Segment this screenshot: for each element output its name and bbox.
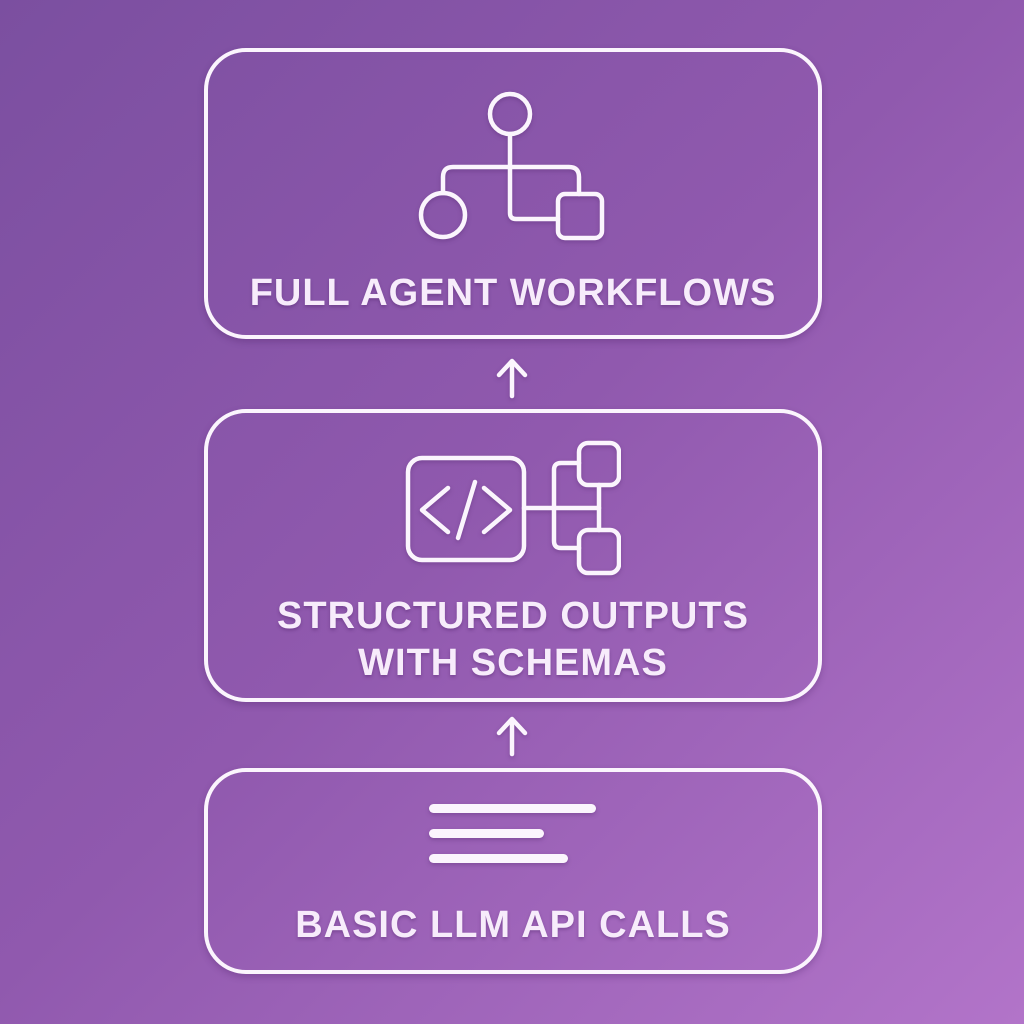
label-line-2: WITH SCHEMAS: [358, 642, 668, 684]
code-schema-icon: [405, 440, 621, 576]
text-line-3: [429, 854, 568, 863]
text-line-2: [429, 829, 544, 838]
up-arrow-icon: [496, 358, 528, 399]
label-line-1: STRUCTURED OUTPUTS: [277, 595, 749, 637]
org-tree-icon: [418, 91, 605, 241]
text-line-1: [429, 804, 596, 813]
level-box-full-agent-workflows: FULL AGENT WORKFLOWS: [204, 48, 822, 339]
level-label-full-agent-workflows: FULL AGENT WORKFLOWS: [249, 272, 777, 314]
level-label-basic-llm-api-calls: BASIC LLM API CALLS: [295, 904, 731, 946]
level-box-basic-llm-api-calls: BASIC LLM API CALLS: [204, 768, 822, 974]
text-lines-icon: [429, 804, 596, 879]
level-label-structured-outputs: STRUCTURED OUTPUTS WITH SCHEMAS: [208, 593, 818, 687]
up-arrow-icon: [496, 716, 528, 757]
level-box-structured-outputs: STRUCTURED OUTPUTS WITH SCHEMAS: [204, 409, 822, 702]
